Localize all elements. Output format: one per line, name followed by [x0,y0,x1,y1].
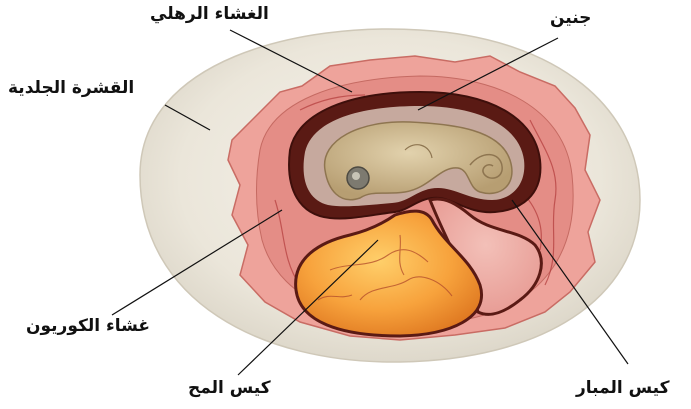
label-embryo: جنين [550,10,591,27]
label-shell: القشرة الجلدية [8,80,134,97]
label-allantois: كيس المبار [576,380,670,397]
label-yolk-sac: كيس المح [188,380,271,397]
label-chorion: غشاء الكوريون [26,318,150,335]
label-amnion: الغشاء الرهلي [150,6,269,23]
